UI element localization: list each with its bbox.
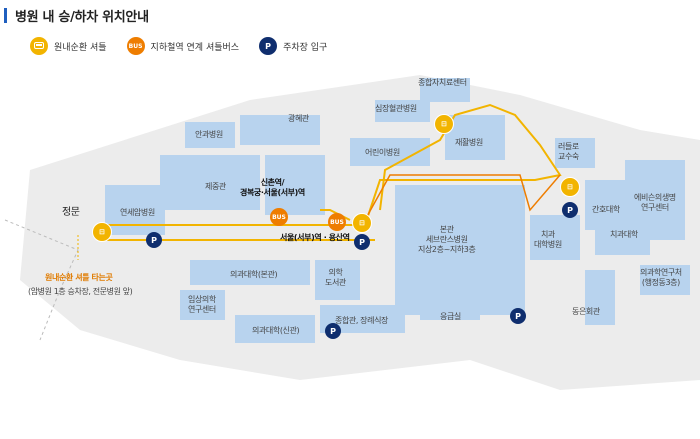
shuttle-stop-pin[interactable]: ⊟ — [560, 177, 580, 197]
title-bar: 병원 내 승/하차 위치안내 — [4, 6, 149, 25]
label-dental-college: 치과대학 — [610, 230, 638, 239]
label-nursing: 간호대학 — [592, 205, 620, 214]
legend-shuttle-label: 원내순환 셔틀 — [54, 42, 107, 53]
parking-pin[interactable]: P — [325, 323, 341, 339]
label-dental-hosp: 치과 대학병원 — [534, 230, 562, 249]
legend-parking-label: 주차장 입구 — [283, 42, 328, 53]
shuttle-stop-pin[interactable]: ⊟ — [434, 114, 454, 134]
label-children: 어린이병원 — [365, 148, 400, 157]
label-medcenter: 의과학연구처 (행정동3층) — [640, 268, 682, 287]
label-medcollege-main: 의과대학(본관) — [230, 270, 278, 279]
legend-bus-label: 지하철역 연계 셔틀버스 — [150, 42, 240, 53]
campus-map-graphic — [4, 75, 700, 390]
label-emergency: 응급실 — [440, 312, 461, 321]
label-station-seoul: 서울(서부)역 · 용산역 — [280, 233, 350, 242]
parking-pin[interactable]: P — [146, 232, 162, 248]
label-jonghap: 종합관, 장례식장 — [335, 316, 389, 325]
label-medlibrary: 의학 도서관 — [325, 268, 346, 287]
shuttle-bus-icon — [30, 37, 48, 55]
shuttle-stop-pin[interactable]: ⊟ — [92, 222, 112, 242]
label-jungang: 종합자치료센터 — [418, 78, 467, 87]
shuttle-stop-pin[interactable]: ⊟ — [352, 213, 372, 233]
legend: 원내순환 셔틀 BUS 지하철역 연계 셔틀버스 P 주차장 입구 — [30, 37, 347, 55]
label-clinical: 임상의학 연구센터 — [188, 295, 216, 314]
label-dongeun: 동은회관 — [572, 307, 600, 316]
label-station-main: 신촌역/ 경복궁·서울(서부)역 — [240, 178, 305, 197]
legend-bus: BUS 지하철역 연계 셔틀버스 — [126, 37, 240, 55]
parking-pin[interactable]: P — [354, 234, 370, 250]
bus-stop-pin[interactable]: BUS — [328, 213, 346, 231]
parking-pin[interactable]: P — [562, 202, 578, 218]
title-accent — [4, 7, 7, 23]
legend-shuttle: 원내순환 셔틀 — [30, 37, 107, 55]
label-shuttle-stop-sub: (암병원 1층 승차장, 전문병원 앞) — [28, 287, 133, 296]
label-heart: 심장혈관병원 — [375, 104, 417, 113]
parking-pin[interactable]: P — [510, 308, 526, 324]
label-public-health: 에비슨의생명 연구센터 — [634, 193, 676, 212]
legend-parking: P 주차장 입구 — [259, 37, 327, 55]
label-residence: 러들로 교수숙 — [558, 142, 579, 161]
label-main-gate: 정문 — [62, 207, 80, 218]
campus-map: 종합자치료센터 심장혈관병원 광혜관 안과병원 어린이병원 재활병원 러들로 교… — [0, 60, 700, 439]
parking-icon: P — [259, 37, 278, 55]
label-severance: 본관 세브란스병원 지상2층~지하3층 — [418, 225, 476, 254]
label-cancer: 연세암병원 — [120, 208, 155, 217]
label-medcollege-new: 의과대학(신관) — [252, 326, 300, 335]
label-gwanghye: 광혜관 — [288, 114, 309, 123]
bus-icon: BUS — [126, 37, 145, 55]
bus-stop-pin[interactable]: BUS — [270, 208, 288, 226]
label-shuttle-stop: 원내순환 셔틀 타는곳 — [45, 273, 113, 282]
label-eye: 안과병원 — [195, 130, 223, 139]
label-rehab: 재활병원 — [455, 138, 483, 147]
label-jejung: 제중관 — [205, 182, 226, 191]
page-title: 병원 내 승/하차 위치안내 — [15, 9, 149, 25]
